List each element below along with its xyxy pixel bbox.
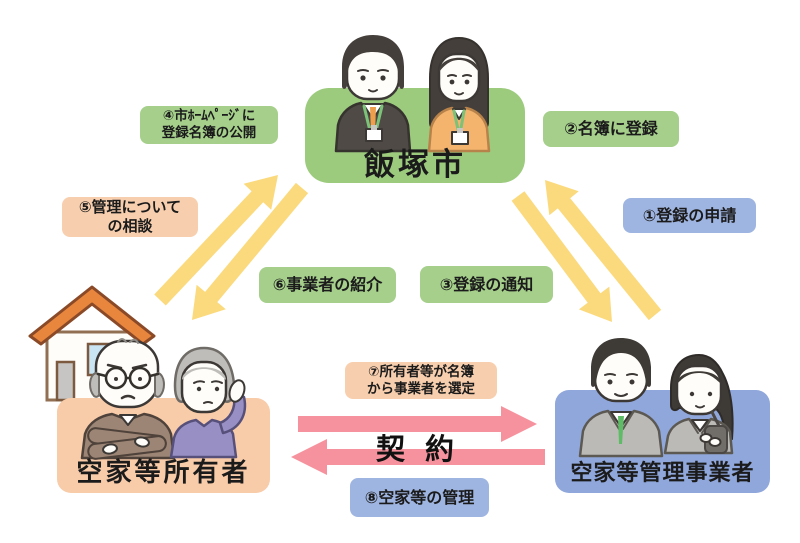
business-man-icon (578, 338, 664, 458)
arrow-city-to-business (511, 191, 612, 322)
arrow-contract-right (298, 406, 537, 442)
label-step2-register-in-list: ②名簿に登録 (543, 111, 679, 147)
arrow-city-to-owners (192, 182, 309, 320)
business-title: 空家等管理事業者 (570, 461, 755, 486)
city-title: 飯塚市 (364, 147, 466, 183)
city-staff-man-icon (334, 35, 412, 153)
arrow-business-to-city (545, 180, 662, 321)
contract-label: 契 約 (375, 432, 460, 466)
owner-woman-icon (169, 346, 247, 459)
arrow-contract-left (291, 439, 545, 475)
arrow-owners-to-city (154, 175, 278, 306)
business-woman-icon (663, 354, 734, 455)
label-step6-business-introduction: ⑥事業者の紹介 (259, 267, 396, 303)
label-step1-registration-application: ①登録の申請 (623, 198, 756, 233)
owner-man-icon (80, 338, 176, 460)
label-step7-owner-selects-business: ⑦所有者等が名簿 から事業者を選定 (345, 362, 497, 399)
label-step4-publish-list-on-website: ④市ﾎｰﾑﾍﾟｰｼﾞに 登録名簿の公開 (140, 106, 278, 144)
owners-title: 空家等所有者 (76, 458, 251, 488)
city-staff-woman-icon (427, 37, 491, 153)
label-step5-management-consultation: ⑤管理について の相談 (62, 197, 198, 237)
label-step8-vacant-house-management: ⑧空家等の管理 (350, 478, 489, 517)
label-step3-registration-notice: ③登録の通知 (420, 266, 553, 303)
